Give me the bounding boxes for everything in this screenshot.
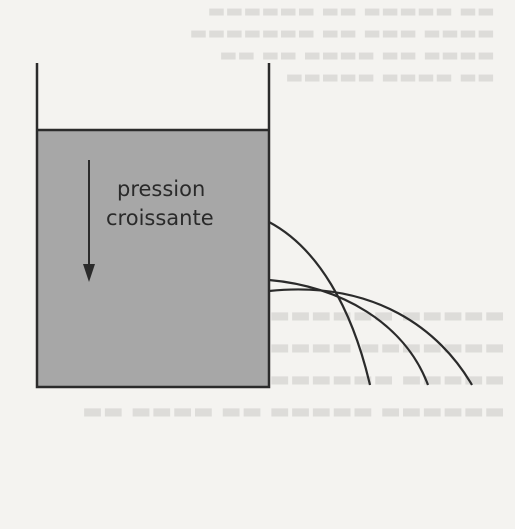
show-through-text-top: ▬▬▬▬▬▬ ▬▬ ▬▬▬▬▬ ▬▬ ▬▬▬▬▬▬▬ ▬▬ ▬▬▬ ▬▬▬▬ ▬… [189, 0, 495, 88]
water-fill [37, 130, 269, 387]
tank-walls [35, 63, 271, 389]
jet-upper-hole [268, 221, 372, 386]
label-pression: pression [117, 177, 205, 201]
jet-lower-hole [268, 288, 473, 386]
pressure-arrow-head [83, 264, 95, 282]
jet-middle-hole [268, 278, 430, 386]
label-croissante: croissante [106, 206, 214, 230]
